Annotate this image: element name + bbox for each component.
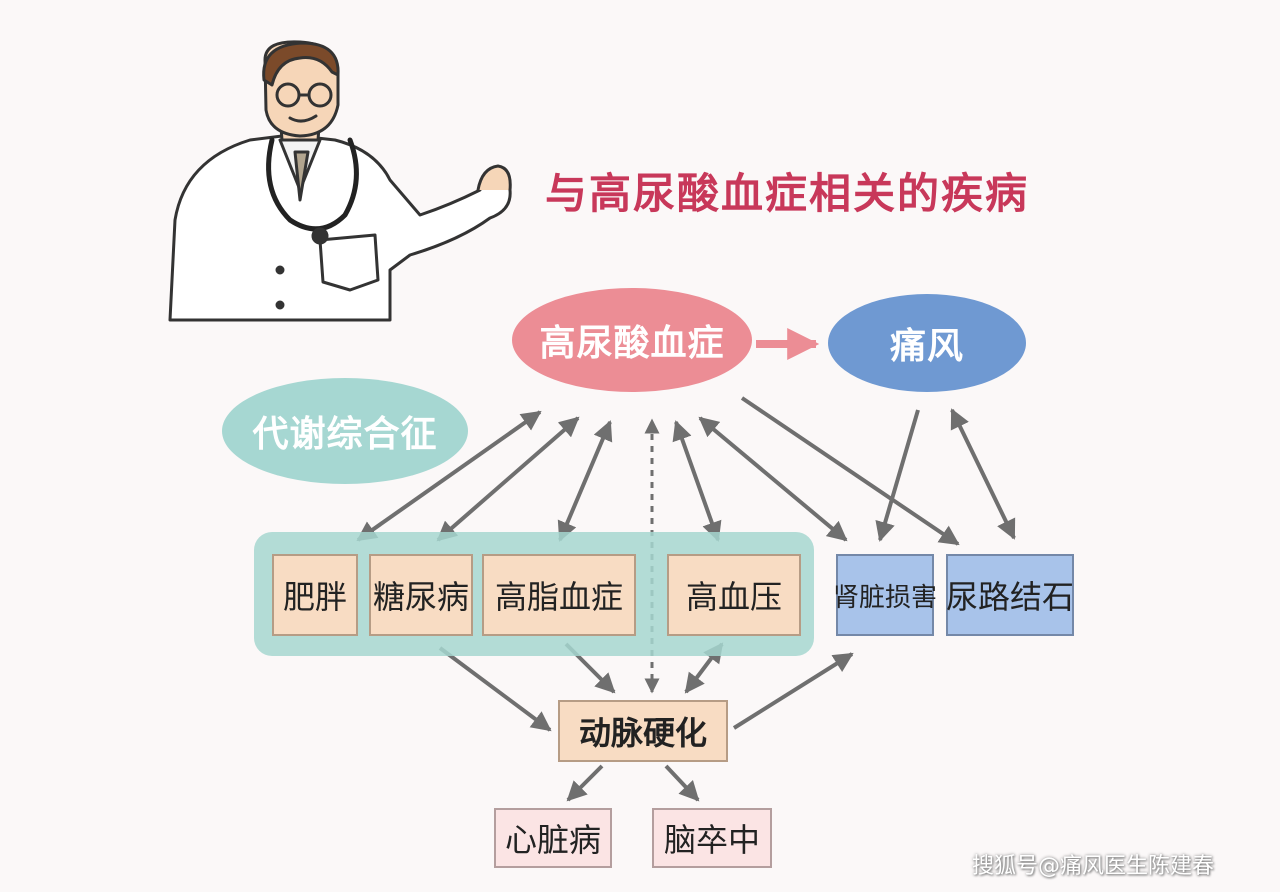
arrow-athero-stroke xyxy=(664,764,700,802)
arrow-hyper-lipid xyxy=(557,420,613,542)
node-diabetes: 糖尿病 xyxy=(369,554,473,636)
arrow-hyper-diabetes xyxy=(436,416,580,542)
node-urinary-stones: 尿路结石 xyxy=(946,554,1074,636)
arrow-hyper-kidney xyxy=(698,416,848,542)
node-gout: 痛风 xyxy=(828,294,1026,392)
node-obesity: 肥胖 xyxy=(272,554,358,636)
node-metabolic-syndrome: 代谢综合征 xyxy=(222,378,468,484)
arrow-gout-stone xyxy=(950,408,1016,540)
arrow-hyper-stone xyxy=(740,396,960,546)
node-hyperlipidemia: 高脂血症 xyxy=(482,554,636,636)
arrow-athero-heart xyxy=(566,764,604,802)
arrow-hyper-htn xyxy=(672,420,722,542)
arrow-gout-kidney xyxy=(875,409,920,542)
watermark-text: 搜狐号@痛风医生陈建春 xyxy=(972,854,1215,879)
node-atherosclerosis: 动脉硬化 xyxy=(558,700,728,762)
diagram-title: 与高尿酸血症相关的疾病 xyxy=(545,169,1030,218)
node-heart-disease: 心脏病 xyxy=(494,808,612,868)
node-kidney-damage: 肾脏损害 xyxy=(833,554,937,636)
node-hyperuricemia: 高尿酸血症 xyxy=(512,288,752,392)
node-hypertension: 高血压 xyxy=(667,554,801,636)
arrow-diabetes-athero xyxy=(438,646,552,732)
node-stroke: 脑卒中 xyxy=(652,808,772,868)
arrow-athero-kidney xyxy=(732,652,854,730)
doctor-illustration xyxy=(168,40,512,322)
